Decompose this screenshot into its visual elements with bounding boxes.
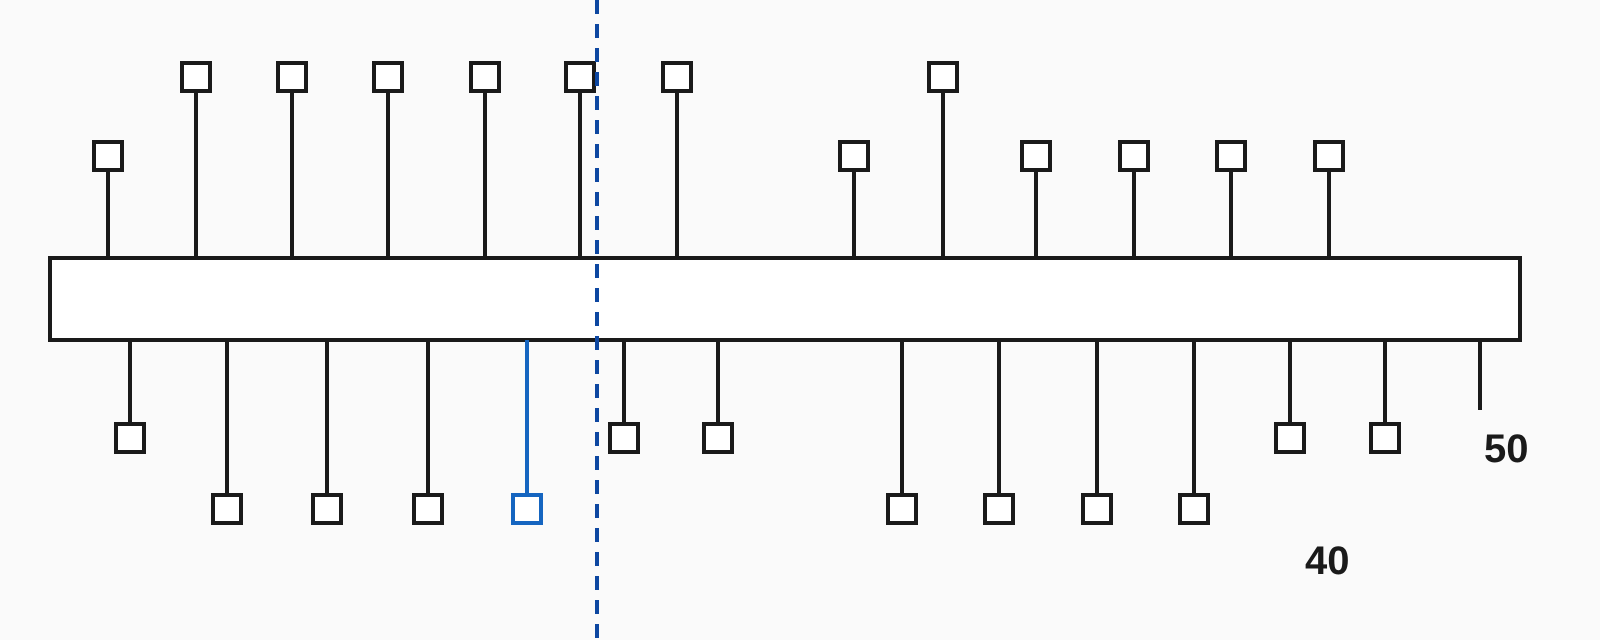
top-pin-pad <box>838 140 870 172</box>
highlighted-pin-pad <box>511 493 543 525</box>
top-pin-pad <box>1313 140 1345 172</box>
bottom-pin-pad <box>1369 422 1401 454</box>
bottom-pin-pad <box>1274 422 1306 454</box>
top-pin-pad <box>661 61 693 93</box>
top-pin-pad <box>1118 140 1150 172</box>
top-pin-pad <box>372 61 404 93</box>
bottom-pin-pad <box>886 493 918 525</box>
bottom-pin-pad <box>1081 493 1113 525</box>
bottom-pin-pad <box>702 422 734 454</box>
top-pin-pad <box>276 61 308 93</box>
connector-strip <box>48 256 1522 342</box>
bottom-pin-pad <box>1178 493 1210 525</box>
top-pin-pad <box>180 61 212 93</box>
top-pin-pad <box>1215 140 1247 172</box>
bottom-pin-pad <box>983 493 1015 525</box>
label-50: 50 <box>1484 427 1529 471</box>
bottom-pin-pad <box>412 493 444 525</box>
top-pin-pad <box>92 140 124 172</box>
bottom-pin-pad <box>608 422 640 454</box>
top-pin-pad <box>469 61 501 93</box>
top-pin-pad <box>927 61 959 93</box>
bottom-pin-pad <box>114 422 146 454</box>
top-pin-pad <box>1020 140 1052 172</box>
top-pin-pad <box>564 61 596 93</box>
bottom-pin-pad <box>211 493 243 525</box>
label-40: 40 <box>1305 539 1350 583</box>
bottom-pin-pad <box>311 493 343 525</box>
